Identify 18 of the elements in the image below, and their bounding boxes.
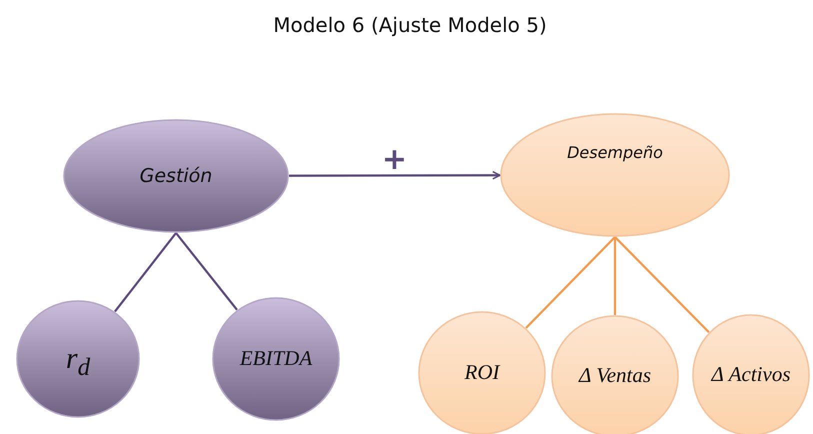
ellipse-node: [500, 113, 730, 237]
connector-line: [614, 236, 710, 334]
circle-node: [212, 297, 340, 421]
connector-line: [114, 232, 177, 312]
node-label: r$_{d}$: [64, 341, 92, 383]
node-label: Δ Ventas: [577, 363, 652, 389]
circle-node: [16, 300, 140, 418]
connector-line: [614, 237, 616, 315]
connector-line: [175, 232, 238, 311]
arrow: [289, 170, 501, 180]
node-label: Desempeño: [566, 143, 664, 163]
node-label: Gestión: [138, 164, 214, 188]
diagram-title: Modelo 6 (Ajuste Modelo 5): [272, 12, 548, 39]
connector-line: [525, 236, 616, 329]
node-label: ROI: [464, 360, 502, 386]
node-label: Δ Activos: [710, 362, 792, 388]
node-label: EBITDA: [238, 346, 314, 372]
ellipse-node: [63, 119, 289, 233]
